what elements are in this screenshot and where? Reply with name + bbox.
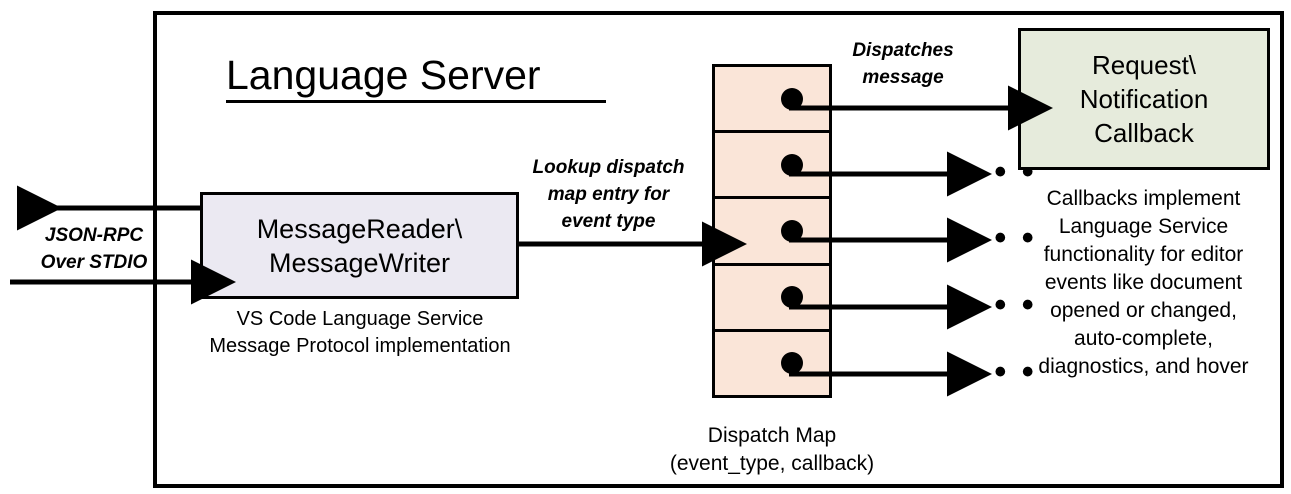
dispatch-map-caption-line-1: Dispatch Map [707,424,837,447]
lookup-dispatch-label-line-1: Lookup dispatch [532,157,685,178]
callback-caption-line-2: Language Service [1058,215,1229,238]
json-rpc-label-line-2: Over STDIO [40,252,148,273]
message-reader-writer-line-2: MessageWriter [268,247,451,278]
request-notification-callback-node: Request\ Notification Callback [1018,28,1270,170]
lookup-dispatch-label-line-3: event type [561,211,656,232]
callback-caption-line-5: opened or changed, [1050,299,1237,322]
callback-caption-line-1: Callbacks implement [1046,187,1241,210]
dispatch-map-caption-line-2: (event_type, callback) [669,452,875,475]
callback-caption-line-7: diagnostics, and hover [1038,355,1249,378]
callback-caption-line-3: functionality for editor [1043,243,1244,266]
message-reader-writer-node: MessageReader\ MessageWriter [200,192,519,299]
callback-description-caption: Callbacks implement Language Service fun… [1011,185,1276,381]
callback-entry-dot-icon [781,153,803,176]
callback-entry-dot-icon [781,286,803,309]
callback-caption-line-4: events like document [1044,271,1243,294]
page-title: Language Server [226,47,606,103]
json-rpc-transport-label: JSON-RPC Over STDIO [24,222,164,276]
callback-node-line-2: Notification [1079,84,1209,114]
dispatches-message-label-line-1: Dispatches [852,40,954,61]
callback-node-line-3: Callback [1094,118,1194,148]
callback-entry-dot-icon [781,87,803,110]
dispatch-map-row [715,133,829,200]
message-reader-writer-caption: VS Code Language Service Message Protoco… [185,306,535,360]
message-reader-writer-line-1: MessageReader\ [256,213,463,244]
dispatch-map-row [715,332,829,395]
dispatch-map-row [715,266,829,332]
dispatch-map-caption: Dispatch Map (event_type, callback) [637,422,907,478]
language-server-container [153,11,1284,488]
dispatches-message-label-line-2: message [862,67,944,88]
callback-caption-line-6: auto-complete, [1074,327,1213,350]
dispatch-map-row [715,67,829,134]
message-reader-writer-caption-line-1: VS Code Language Service [236,308,484,330]
json-rpc-label-line-1: JSON-RPC [44,225,144,246]
callback-entry-dot-icon [781,220,803,242]
lookup-dispatch-label: Lookup dispatch map entry for event type [516,154,701,235]
dispatch-map-row [715,199,829,266]
callback-entry-dot-icon [781,352,803,375]
dispatches-message-label: Dispatches message [838,37,968,91]
message-reader-writer-caption-line-2: Message Protocol implementation [209,335,511,357]
lookup-dispatch-label-line-2: map entry for [547,184,670,205]
dispatch-map-table [712,64,832,398]
callback-node-line-1: Request\ [1091,50,1197,80]
